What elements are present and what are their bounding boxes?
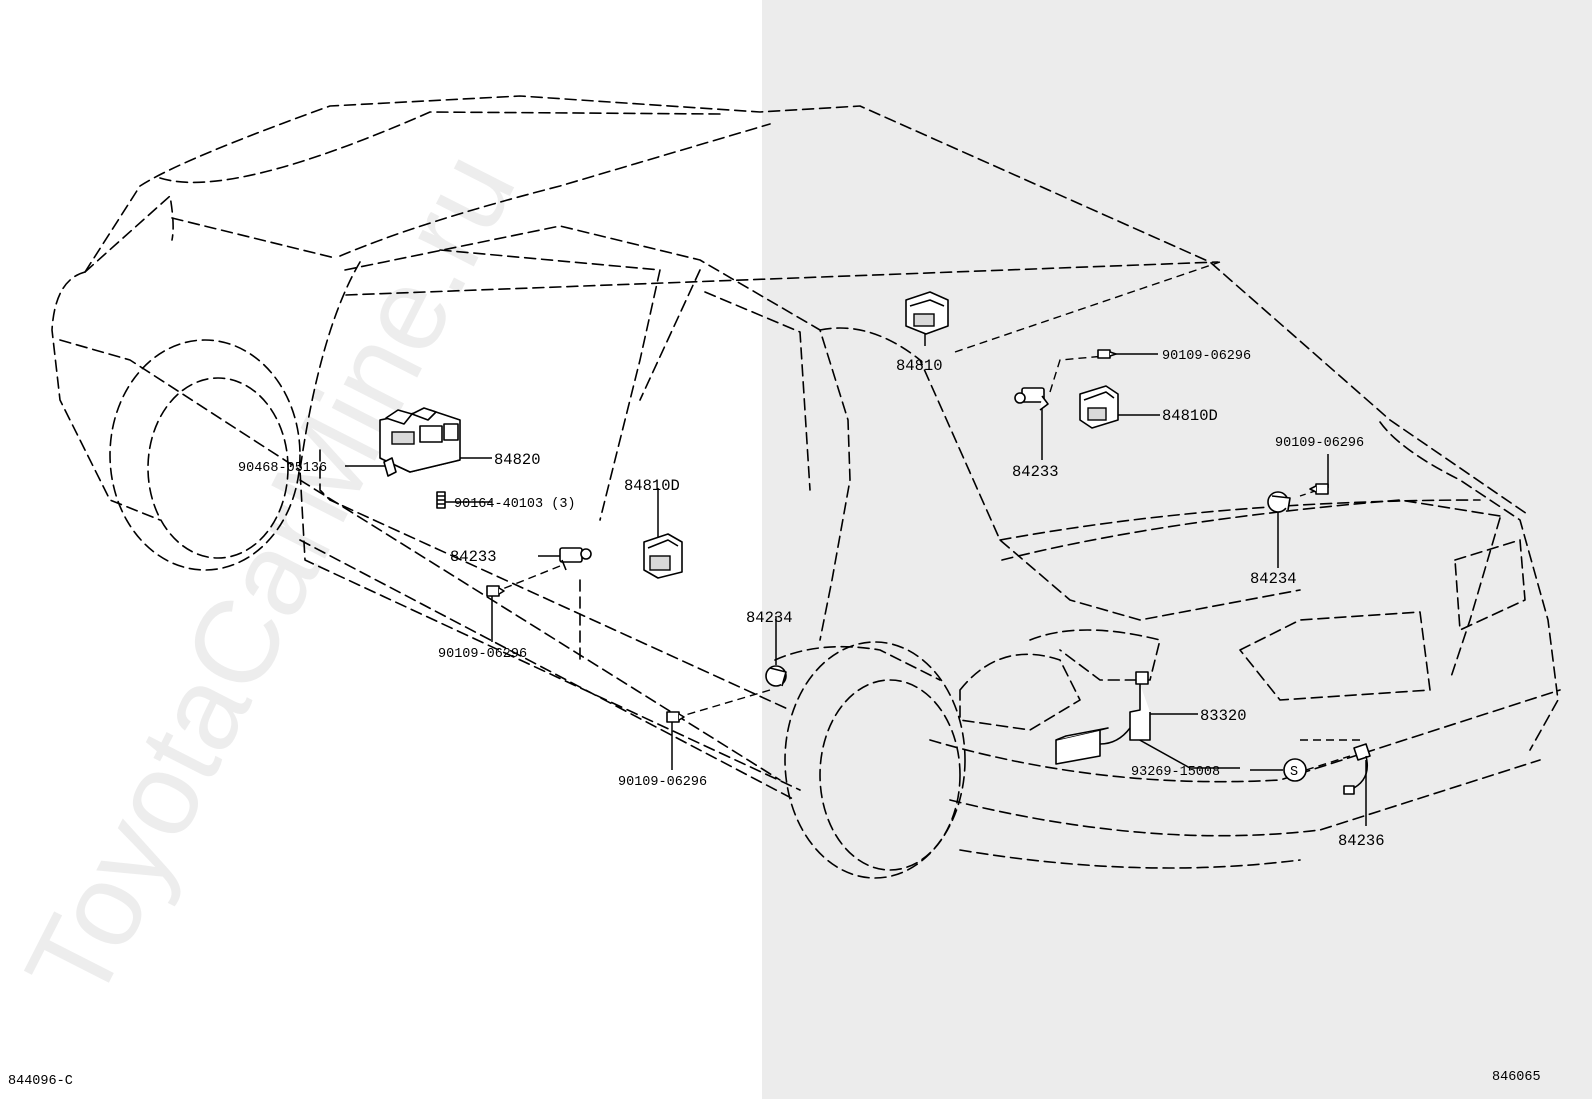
component-parts [379, 291, 1371, 795]
label-84233-right: 84233 [1012, 463, 1059, 481]
s-marker-circle [1283, 758, 1307, 782]
label-84810D-left: 84810D [624, 477, 680, 495]
drawing-code-left: 844096-C [8, 1074, 73, 1089]
switch-84810D-right [1079, 385, 1119, 429]
label-90164: 90164-40103 (3) [454, 497, 576, 512]
bolt-90109-b [1309, 483, 1329, 495]
label-90109-a: 90109-06296 [1162, 349, 1251, 364]
bolt-90109-c [486, 585, 505, 597]
label-84236: 84236 [1338, 832, 1385, 850]
label-90468: 90468-05136 [238, 461, 327, 476]
callout-labels: 84810 90109-06296 84810D 84233 90109-062… [8, 349, 1541, 1089]
label-90109-c: 90109-06296 [438, 647, 527, 662]
label-83320: 83320 [1200, 707, 1247, 725]
screw-90164 [436, 491, 446, 509]
shaded-panel [762, 0, 1592, 1099]
bolt-90109-d [666, 711, 685, 723]
s-marker-letter: S [1290, 765, 1298, 780]
master-switch-84820 [379, 407, 461, 473]
watermark-text: ToyotaCarMine.ru [1, 132, 541, 1022]
sensor-83320 [1055, 671, 1151, 765]
courtesy-switch-84233-left [559, 547, 592, 571]
drawing-code-right: 846065 [1492, 1070, 1541, 1085]
switch-84234-right [1267, 491, 1291, 513]
switch-84236 [1343, 743, 1371, 795]
switch-84234-left [765, 665, 787, 687]
switch-84810D-left [643, 533, 683, 579]
label-84820: 84820 [494, 451, 541, 469]
callout-leaders [345, 261, 1367, 826]
label-90109-b: 90109-06296 [1275, 436, 1364, 451]
label-84810D-right: 84810D [1162, 407, 1218, 425]
label-84234-left: 84234 [746, 609, 793, 627]
vehicle-outline [51, 95, 1561, 879]
label-84233-left: 84233 [450, 548, 497, 566]
label-90109-d: 90109-06296 [618, 775, 707, 790]
label-84234-right: 84234 [1250, 570, 1297, 588]
clip-90468 [383, 457, 397, 477]
label-84810-top: 84810 [896, 357, 943, 375]
bolt-90109-a [1097, 349, 1117, 359]
switch-84810 [905, 291, 949, 335]
label-93269: 93269-15008 [1131, 765, 1220, 780]
courtesy-switch-84233-right [1014, 387, 1049, 411]
